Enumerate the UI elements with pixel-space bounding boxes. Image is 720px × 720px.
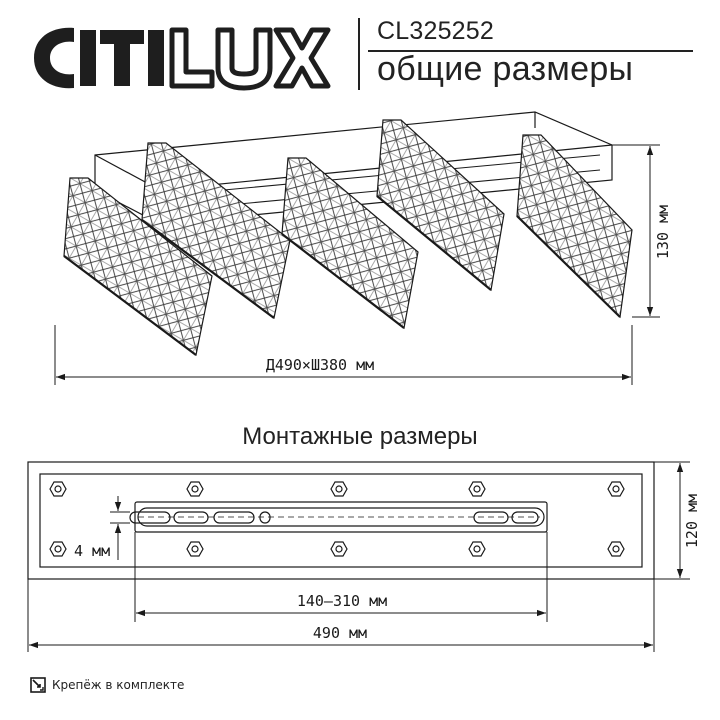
- base-plate-outline: [27, 461, 655, 580]
- header-separator: [358, 18, 360, 90]
- crystal-shade: [63, 177, 213, 357]
- mounting-length-dimension: [27, 579, 655, 652]
- citilux-logo: [34, 27, 331, 91]
- overall-width-dimension: [54, 325, 633, 385]
- mounting-kit-icon: [30, 677, 46, 693]
- model-code: CL325252: [377, 17, 494, 45]
- mounting-plan: [27, 461, 655, 580]
- crystal-shade: [141, 142, 291, 320]
- footer-note: Крепёж в комплекте: [30, 676, 184, 694]
- crystal-shade: [516, 134, 633, 319]
- mounting-slot: [129, 511, 539, 524]
- hex-bolt: [49, 481, 625, 557]
- crystal-shade: [281, 157, 419, 330]
- slot-range-dimension: [134, 532, 548, 622]
- overall-width-label: Д490×Ш380 мм: [266, 356, 374, 374]
- mounting-bracket: [134, 501, 548, 533]
- lamp-isometric-view: [63, 111, 633, 357]
- mounting-height-label: 120 мм: [683, 494, 701, 548]
- crystal-shade: [376, 119, 505, 292]
- footer-text: Крепёж в комплекте: [52, 678, 185, 692]
- mounting-length-label: 490 мм: [313, 624, 367, 642]
- gap-label: 4 мм: [74, 542, 110, 560]
- gap-dimension: [110, 496, 130, 560]
- height-label: 130 мм: [654, 205, 672, 259]
- height-dimension: [612, 144, 660, 318]
- page-subtitle: общие размеры: [377, 50, 634, 88]
- slot-range-label: 140–310 мм: [297, 592, 387, 610]
- mounting-section-title: Монтажные размеры: [242, 423, 478, 450]
- mounting-height-dimension: [654, 461, 690, 580]
- header-rule: [368, 50, 693, 52]
- base-plate-inner: [39, 473, 643, 568]
